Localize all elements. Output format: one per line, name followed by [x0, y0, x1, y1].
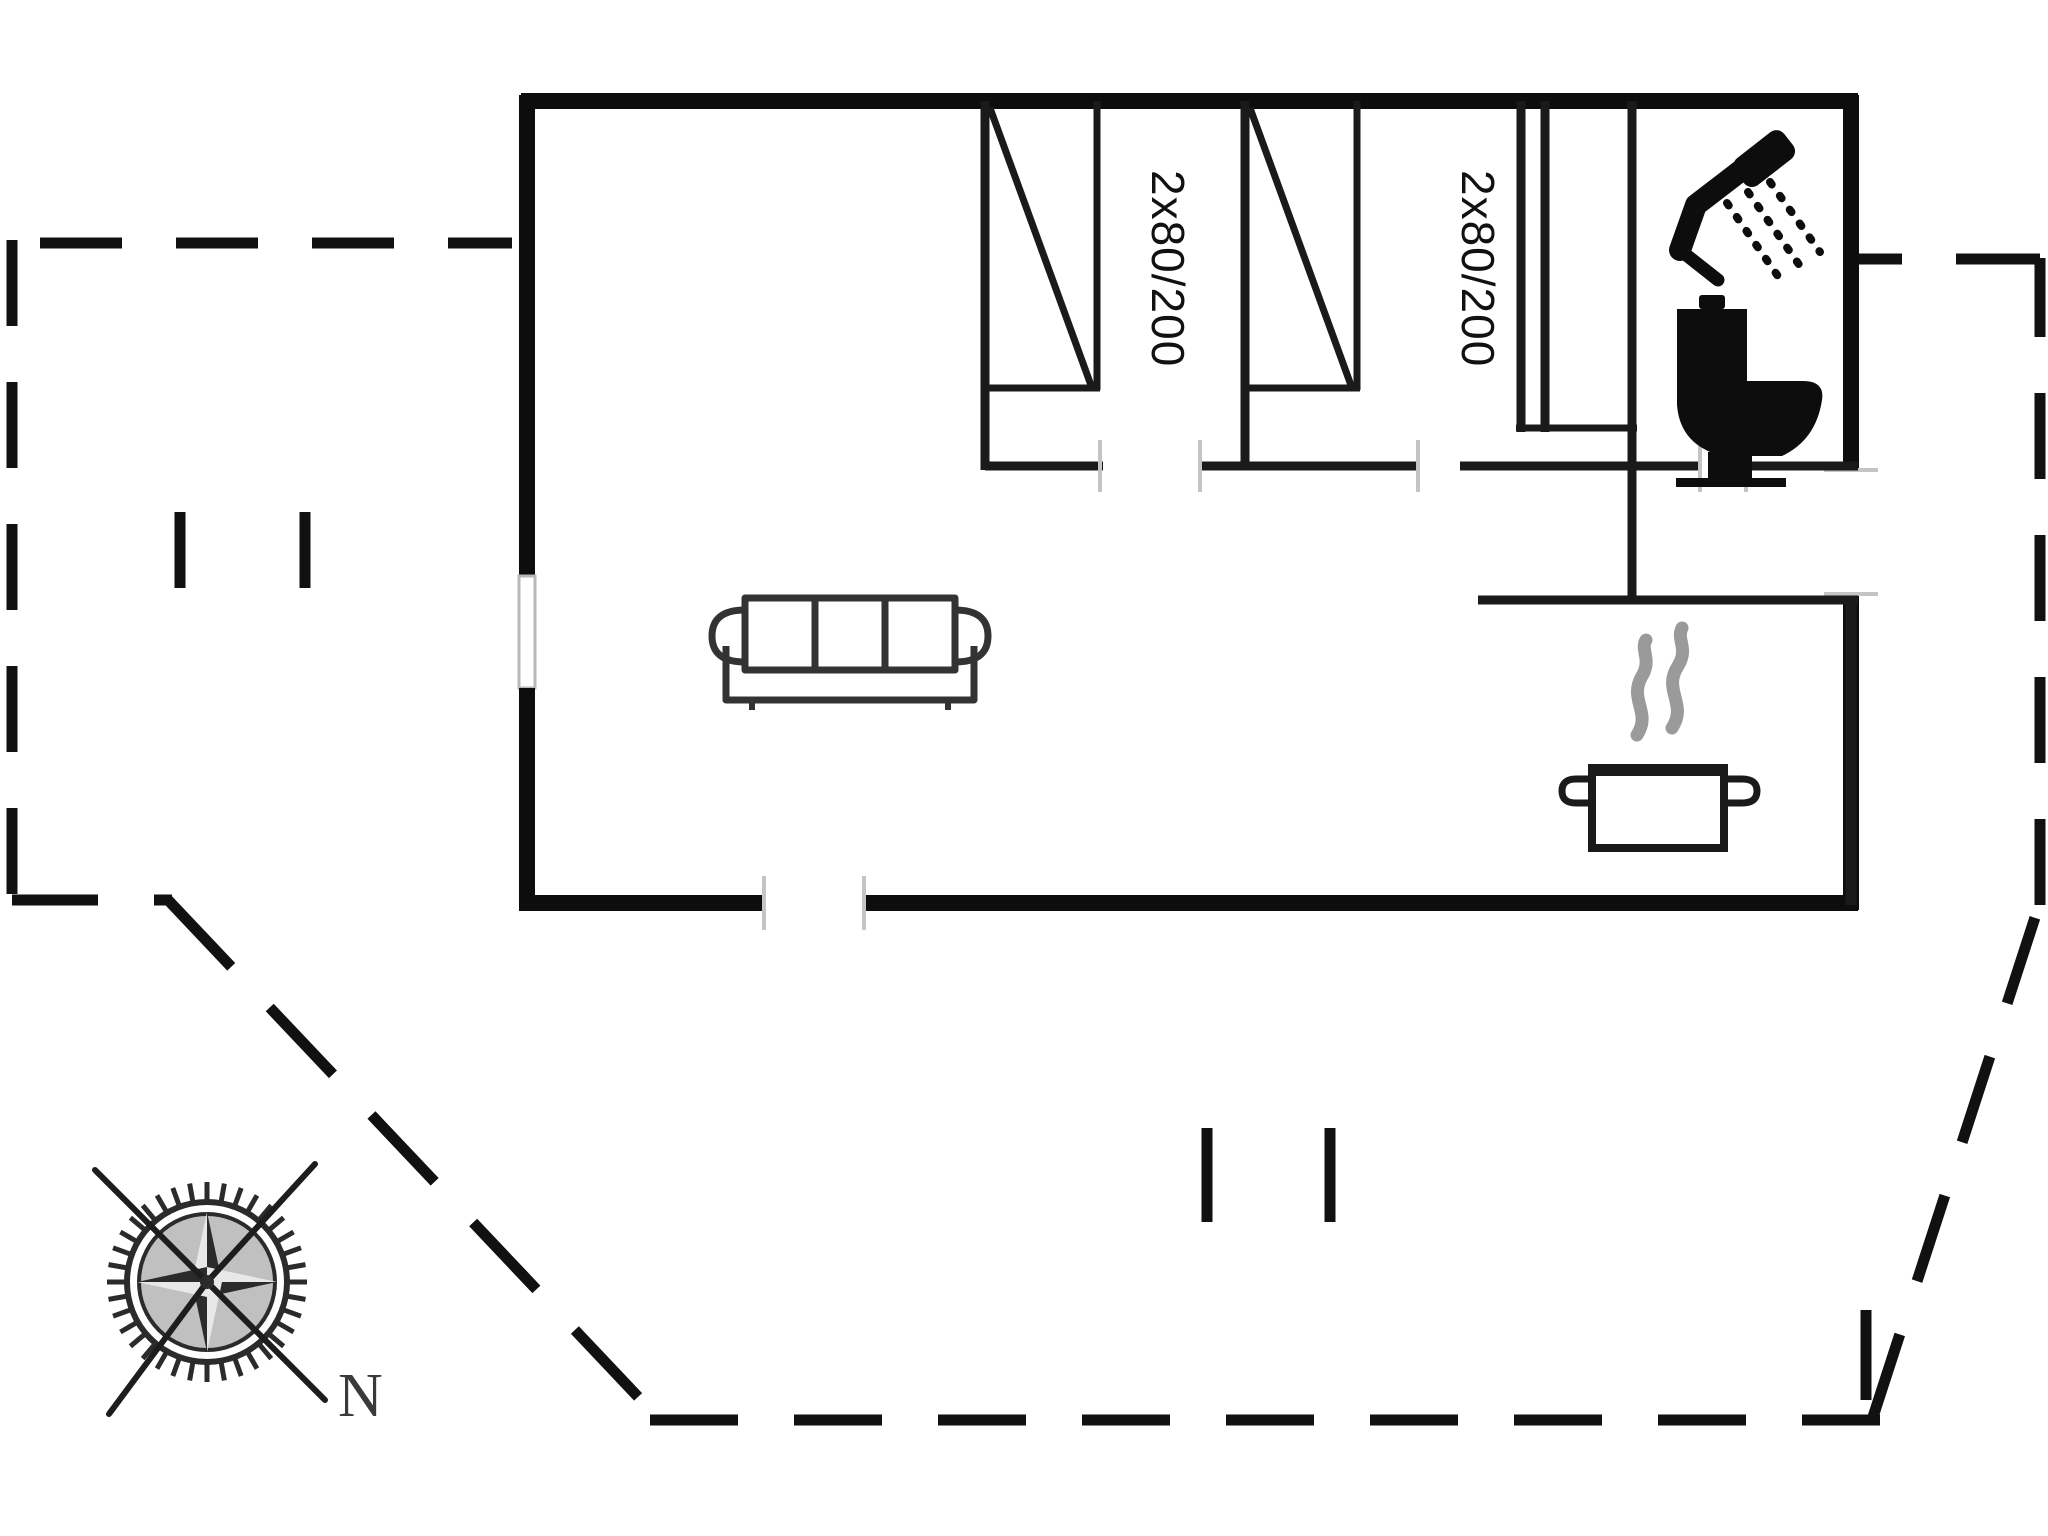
toilet-base [1676, 478, 1786, 487]
room-bedroom-1 [980, 101, 1103, 492]
toilet-cistern [1677, 309, 1747, 381]
pot-body [1588, 764, 1728, 852]
sofa-backrest [741, 594, 959, 674]
compass-outer-circle [124, 1199, 290, 1365]
compass-rose-icon [92, 1161, 328, 1417]
sofa-icon [708, 594, 992, 710]
sofa-seat [722, 646, 978, 704]
bedroom-1-dimension-label: 2x80/200 [1142, 170, 1194, 367]
site-tick-marks [174, 512, 1336, 1222]
steam-wisp-2 [1665, 621, 1690, 735]
room-kitchen [1478, 500, 1858, 905]
cooking-pot-icon [1558, 621, 1761, 852]
shower-spray [1723, 178, 1824, 286]
boundary-diagonal-right [1866, 900, 2046, 1422]
spray-ray-2 [1744, 188, 1804, 270]
shower-pipe-tail [1673, 243, 1725, 287]
compass-hub [200, 1275, 214, 1289]
shower-icon [1669, 130, 1824, 287]
compass-petal-e-b [207, 1267, 277, 1282]
steam-wisp-1 [1630, 633, 1653, 742]
toilet-pedestal [1708, 452, 1752, 480]
room-wardrobe [1460, 101, 1702, 500]
compass-petal-n-a [207, 1212, 222, 1282]
compass-petal-n-b [192, 1212, 207, 1282]
compass-petal-w-a [137, 1267, 207, 1282]
shower-head [1733, 130, 1796, 188]
toilet-icon [1676, 295, 1823, 487]
shower-arm [1669, 151, 1763, 261]
compass-north-label: N [338, 1362, 383, 1430]
spray-ray-3 [1723, 199, 1786, 286]
window-left-wall [517, 574, 537, 690]
bedroom-2-bed-symbol [1246, 106, 1356, 390]
shower-head-body [1733, 130, 1796, 188]
spray-ray-1 [1766, 178, 1824, 256]
compass-ring-teeth [107, 1182, 307, 1382]
pot-steam [1630, 621, 1690, 742]
bedroom-2-dimension-label: 2x80/200 [1452, 170, 1504, 367]
pot-handle-left [1558, 775, 1599, 807]
compass-petal-s-b [207, 1282, 222, 1352]
compass-petal-w-b [137, 1282, 207, 1297]
door-jambs-bottom [762, 876, 866, 930]
bedroom-1-bed-symbol [986, 106, 1096, 390]
compass-star [137, 1212, 277, 1352]
property-boundary [6, 237, 2046, 1426]
toilet-bowl [1677, 381, 1823, 456]
compass-petal-e-a [207, 1282, 277, 1297]
boundary-diagonal-left [164, 896, 664, 1424]
toilet-lid-knob [1699, 295, 1725, 309]
room-bedroom-2 [1198, 101, 1420, 492]
pot-handle-right [1717, 775, 1761, 807]
